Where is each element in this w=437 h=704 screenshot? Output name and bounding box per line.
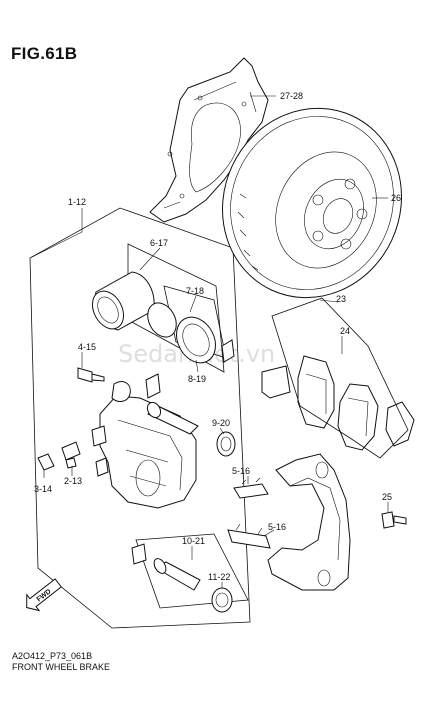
callout-2-13: 2-13 <box>64 476 82 486</box>
guide-pin-boot-upper <box>216 431 236 457</box>
callout-24: 24 <box>340 326 350 336</box>
piston-boot <box>176 316 216 364</box>
callout-3-14: 3-14 <box>34 484 52 494</box>
bracket-mounting-bolt <box>381 511 407 529</box>
piston-seal <box>147 302 177 338</box>
bleeder-plug <box>77 367 105 383</box>
caliper-mounting-bracket <box>267 453 351 591</box>
callout-10-21: 10-21 <box>182 536 205 546</box>
callout-27-28: 27-28 <box>280 91 303 101</box>
bleeder-cap <box>37 453 55 471</box>
bleeder-bushing <box>61 441 81 469</box>
pad-clip-lower <box>227 523 271 549</box>
caliper-lube-pack <box>145 373 161 399</box>
callout-8-19: 8-19 <box>188 374 206 384</box>
dust-shield <box>149 57 269 223</box>
callout-26: 26 <box>391 193 401 203</box>
figure-title: FIG.61B <box>11 44 78 63</box>
figure-name: FRONT WHEEL BRAKE <box>12 662 111 672</box>
forward-direction-arrow: FWD <box>26 578 62 612</box>
seal-lube-sachet <box>221 339 235 363</box>
callout-1-12: 1-12 <box>68 197 86 207</box>
caliper-assembly-outline <box>29 207 251 629</box>
leader-lines <box>29 95 389 588</box>
brake-disc <box>222 107 402 299</box>
pad-set-outline <box>271 297 409 459</box>
pad-shim-outer <box>385 401 415 447</box>
pad-clip-upper <box>233 477 269 499</box>
guide-pin-lower <box>153 558 201 591</box>
callout-25: 25 <box>382 492 392 502</box>
callout-4-15: 4-15 <box>78 342 96 352</box>
caliper-piston <box>91 271 155 331</box>
callout-6-17: 6-17 <box>150 238 168 248</box>
callout-5-16-upper: 5-16 <box>232 466 250 476</box>
guide-pin-lube-pack <box>131 543 147 565</box>
guide-pin-kit-outline <box>135 533 249 609</box>
caliper-body <box>91 381 197 509</box>
callout-5-16-lower: 5-16 <box>268 522 286 532</box>
pad-shim-inner <box>261 365 291 399</box>
figure-code: A2O412_P73_061B <box>12 651 93 661</box>
guide-pin-boot-lower <box>211 587 233 613</box>
callout-23: 23 <box>336 294 346 304</box>
callout-11-22: 11-22 <box>208 572 230 582</box>
callout-7-18: 7-18 <box>186 286 204 296</box>
guide-pin-upper <box>146 401 199 435</box>
brake-pad-outer <box>337 383 379 451</box>
brake-pad-inner <box>297 355 335 429</box>
callout-9-20: 9-20 <box>212 418 230 428</box>
